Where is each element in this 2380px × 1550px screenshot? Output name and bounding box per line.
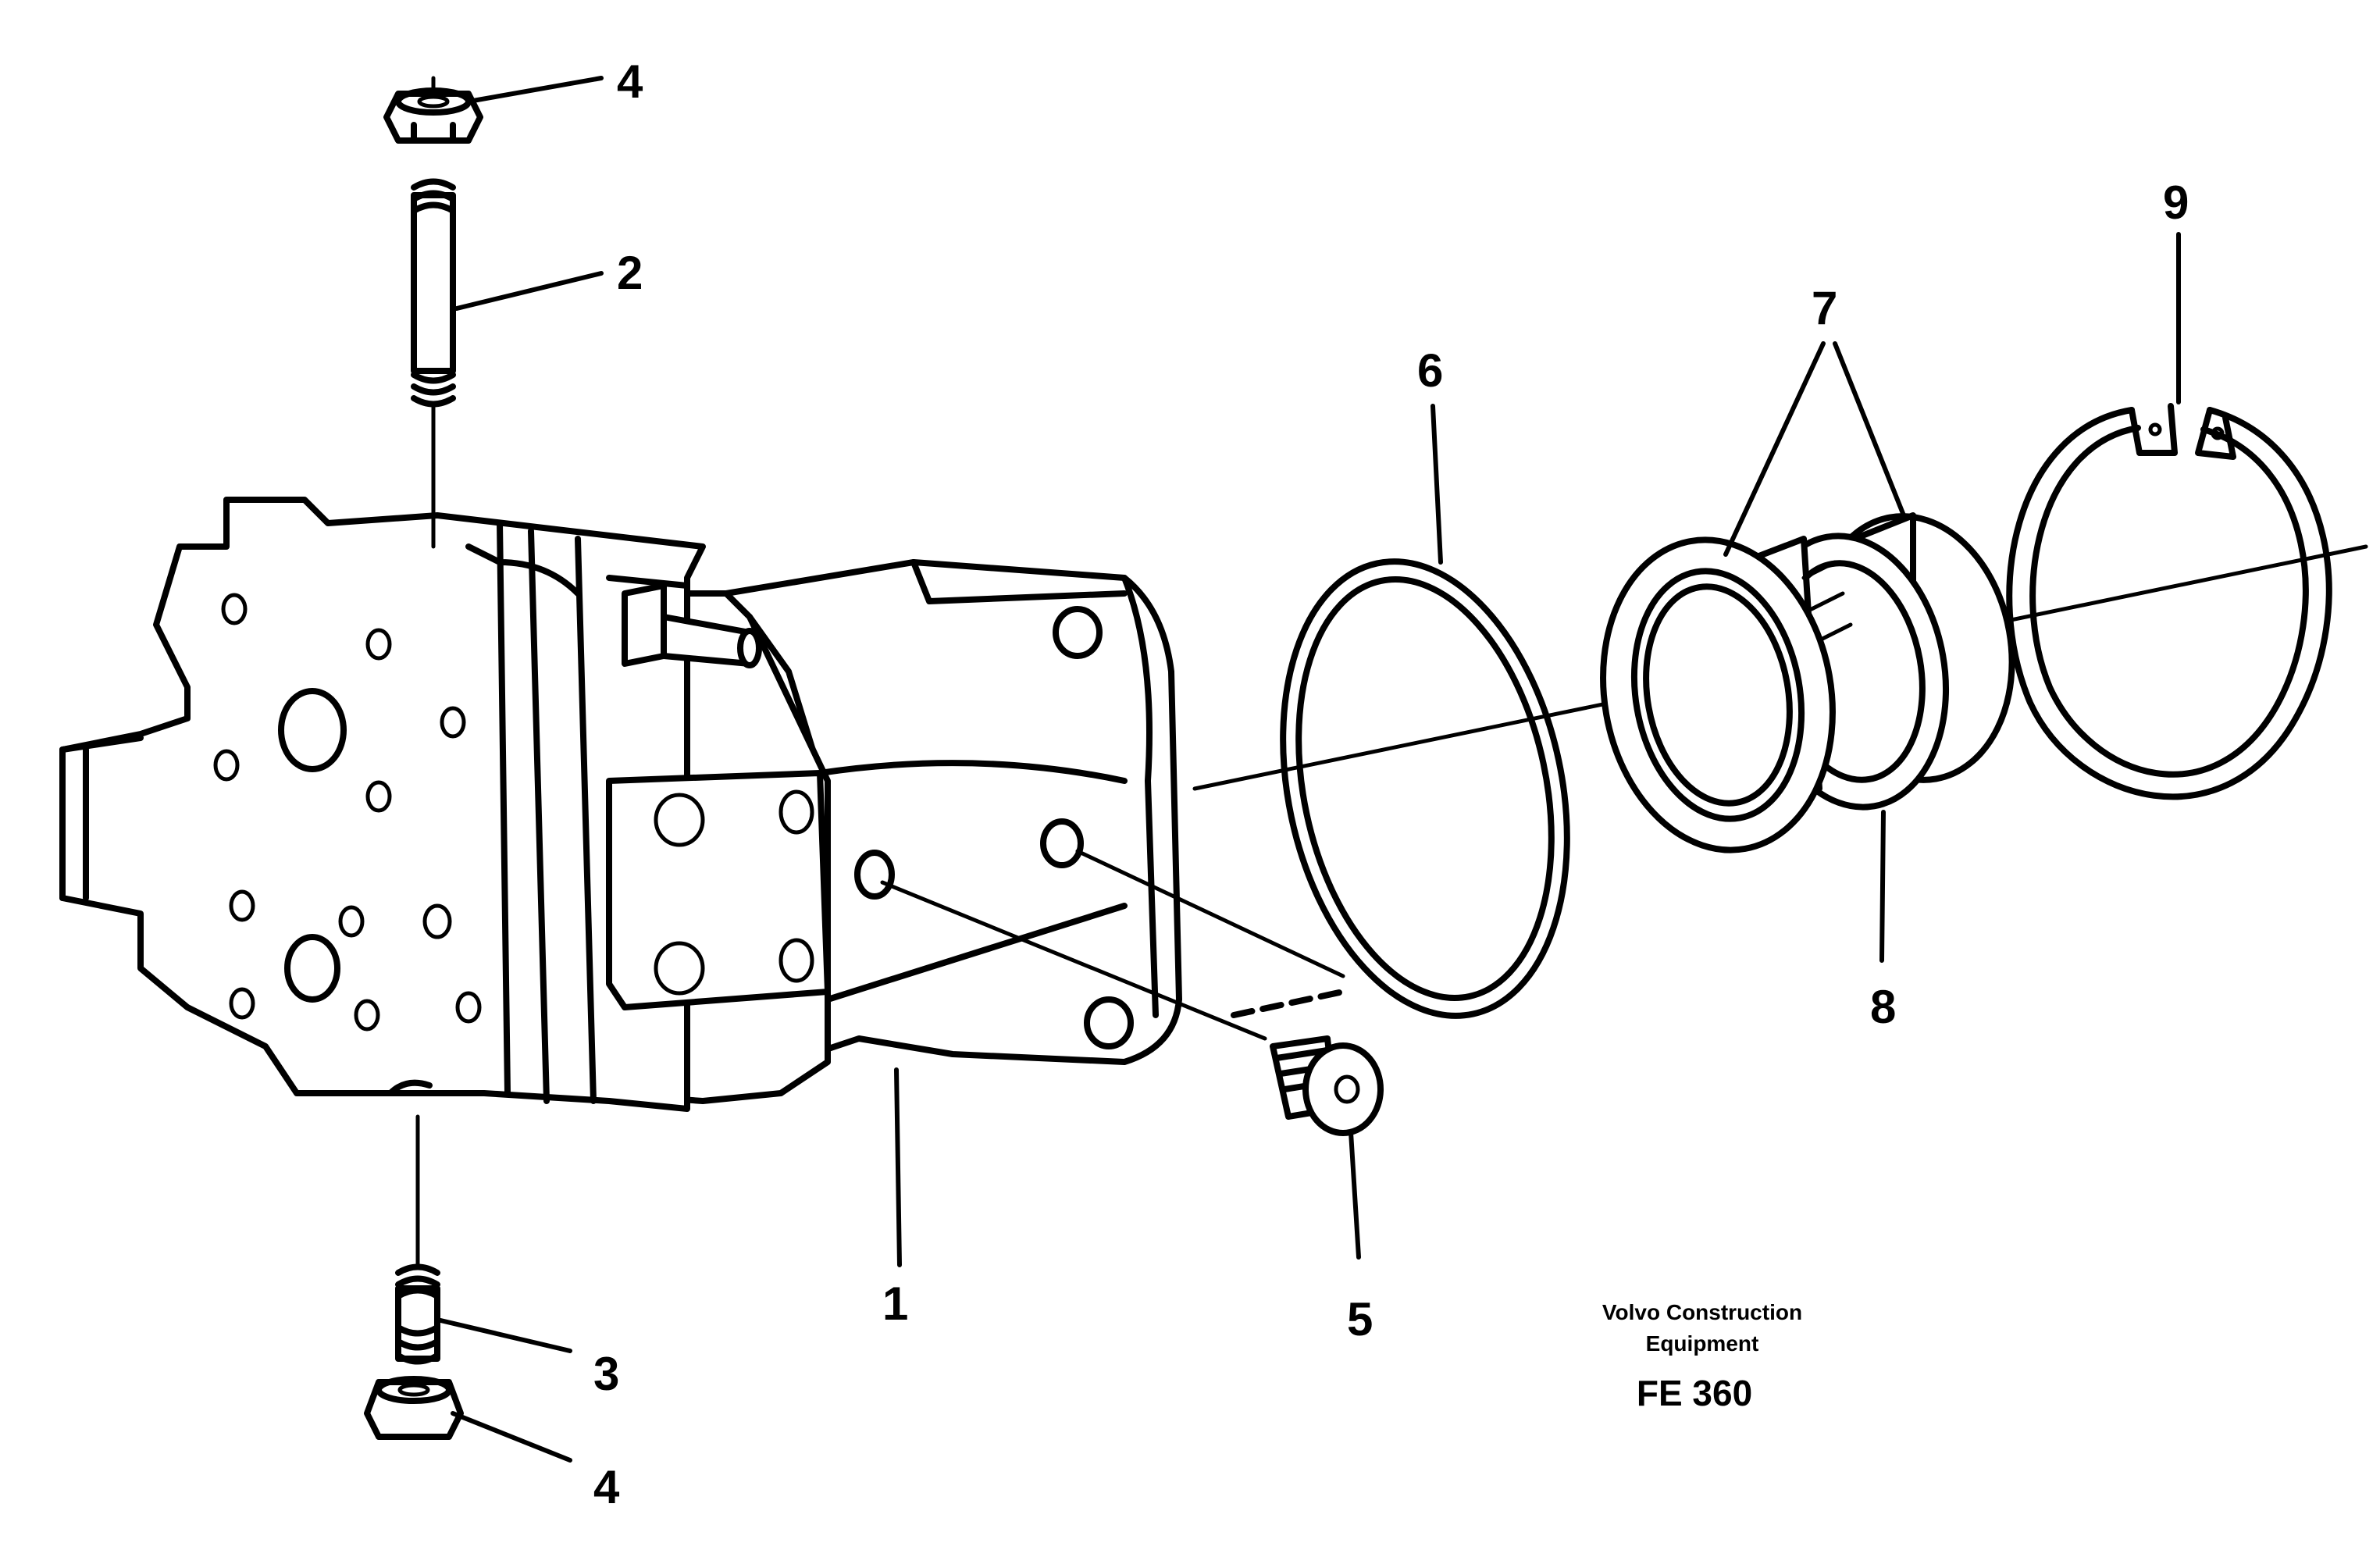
leader-lines (435, 76, 2181, 1463)
pump-housing (59, 497, 1346, 1112)
o-ring (1280, 558, 1570, 1019)
callout-3: 3 (593, 1348, 619, 1400)
callout-6: 6 (1417, 344, 1443, 397)
stud-top (411, 76, 456, 549)
callout-2: 2 (617, 247, 643, 299)
callout-7: 7 (1812, 282, 1837, 334)
callout-5: 5 (1347, 1293, 1373, 1345)
brand-line-1: Volvo Construction (1602, 1300, 1802, 1324)
callout-9: 9 (2163, 176, 2189, 229)
plug (1270, 1035, 1384, 1136)
nut-top (383, 87, 483, 144)
stud-bottom (395, 1114, 440, 1365)
callout-4-top: 4 (617, 55, 643, 108)
callout-4-bottom: 4 (593, 1461, 620, 1513)
nut-bottom (364, 1376, 464, 1440)
bearing-assembly (1600, 512, 2015, 853)
callout-8: 8 (1870, 981, 1896, 1033)
brand-line-2: Equipment (1646, 1331, 1759, 1356)
drawing-code: FE 360 (1637, 1373, 1752, 1413)
circlip (2006, 403, 2332, 800)
callout-1: 1 (882, 1277, 908, 1330)
